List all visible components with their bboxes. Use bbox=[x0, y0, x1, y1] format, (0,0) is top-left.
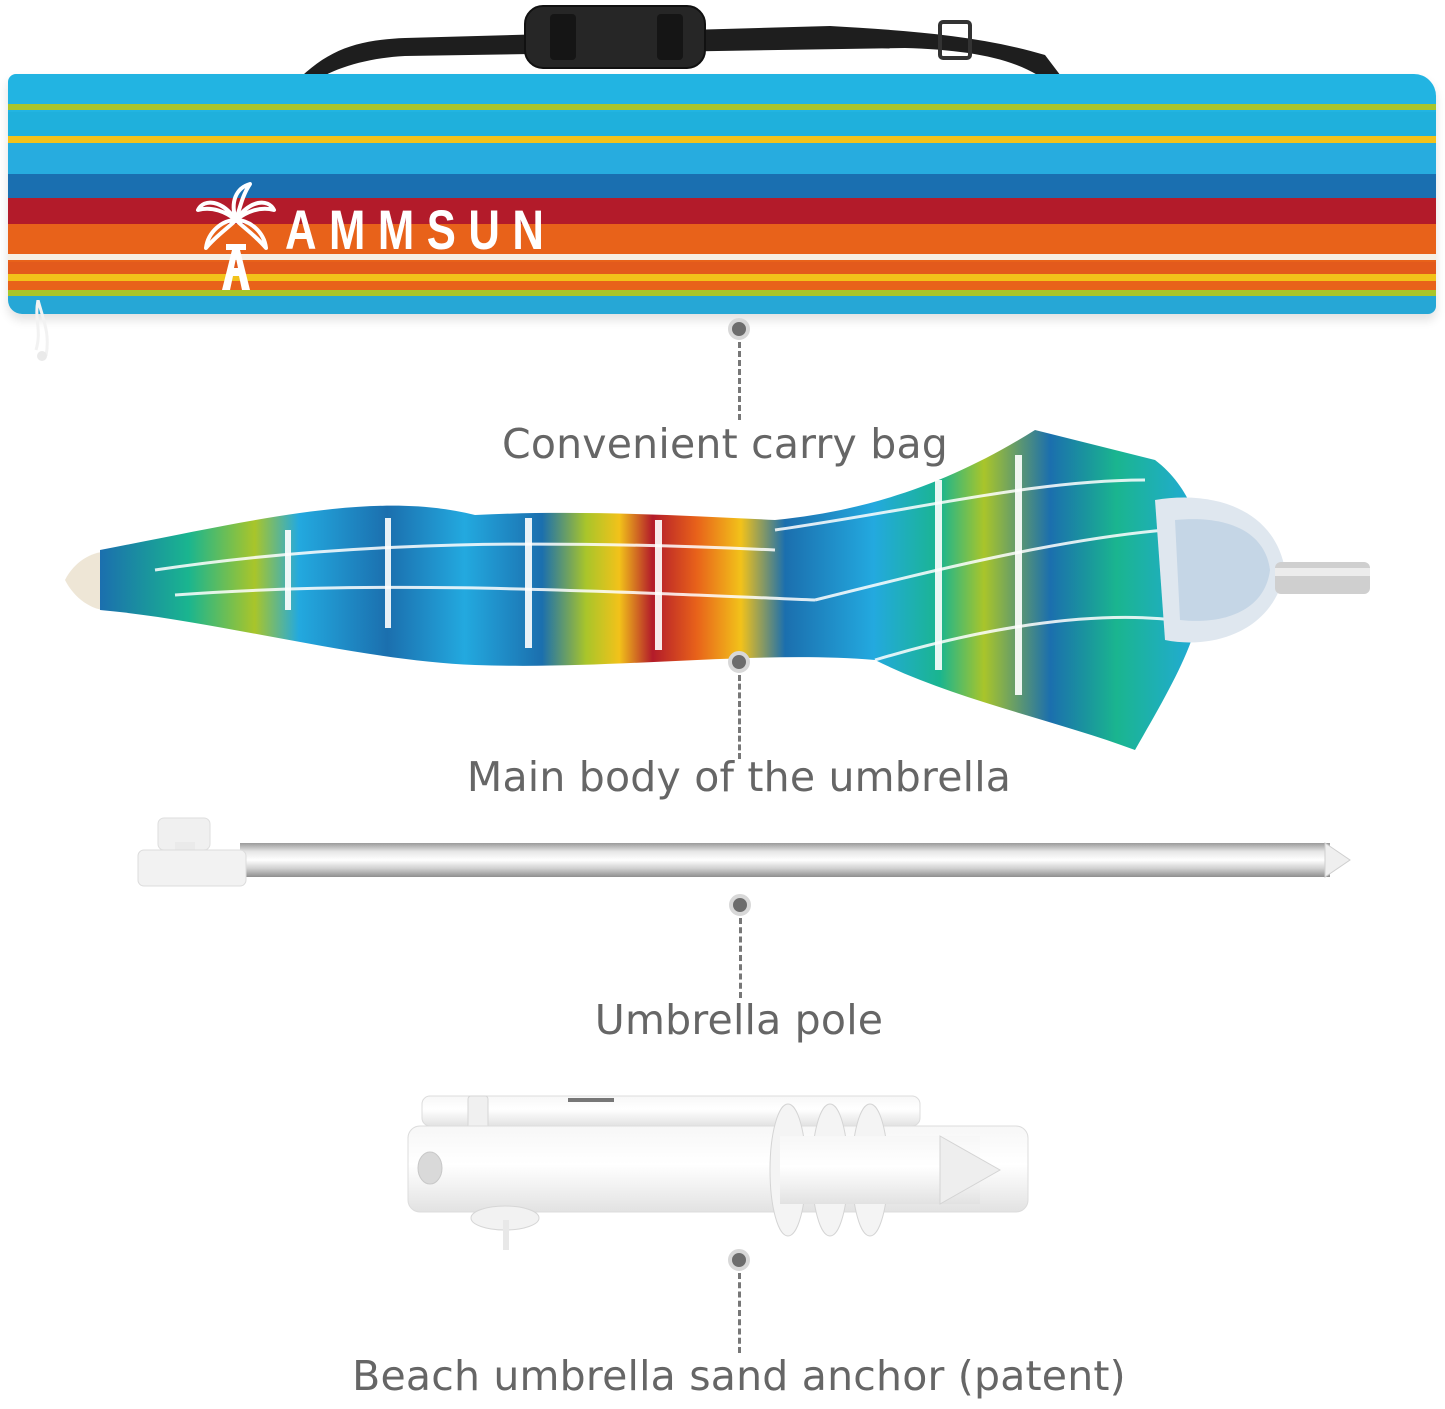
carry-bag-connector bbox=[724, 318, 754, 420]
brand-name: AMMSUN bbox=[285, 198, 557, 261]
bag-drawstring bbox=[34, 300, 49, 361]
sand-anchor-connector bbox=[724, 1249, 754, 1353]
umbrella-pole-label: Umbrella pole bbox=[594, 996, 884, 1044]
umbrella-pole-image bbox=[137, 817, 1351, 887]
connector-dot-icon bbox=[729, 894, 751, 916]
sand-anchor-label: Beach umbrella sand anchor (patent) bbox=[352, 1352, 1126, 1400]
umbrella-body-connector bbox=[724, 651, 754, 759]
connector-dot-icon bbox=[728, 651, 750, 673]
umbrella-body-label: Main body of the umbrella bbox=[466, 753, 1012, 801]
connector-dot-icon bbox=[728, 1249, 750, 1271]
carry-bag-label: Convenient carry bag bbox=[501, 420, 949, 468]
palm-tree-lifeguard-tower-icon bbox=[196, 182, 276, 290]
sand-anchor-image bbox=[407, 1095, 1029, 1250]
connector-dot-icon bbox=[728, 318, 750, 340]
umbrella-pole-connector bbox=[725, 894, 755, 998]
umbrella-body-image bbox=[65, 430, 1370, 750]
carry-bag-shoulder-strap bbox=[290, 5, 1070, 88]
